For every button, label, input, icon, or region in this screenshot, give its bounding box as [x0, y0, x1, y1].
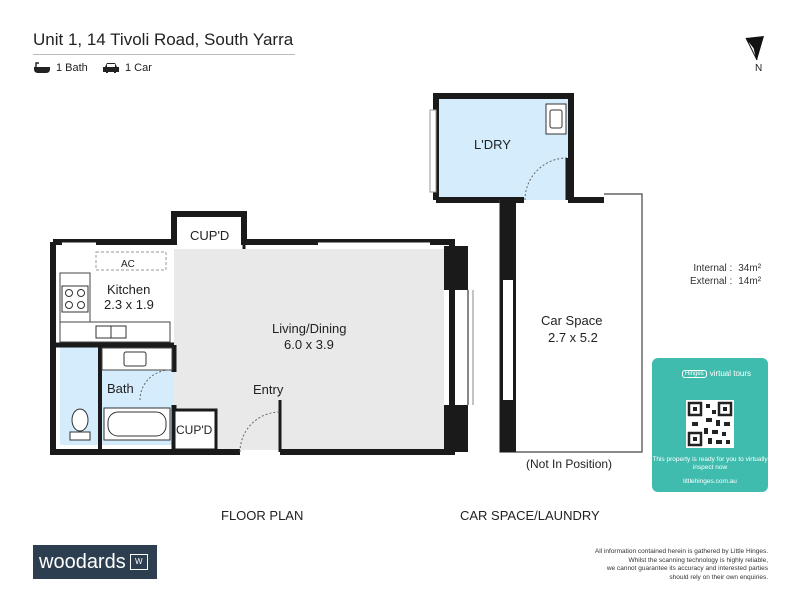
- not-in-position-note: (Not In Position): [526, 457, 613, 471]
- north-label: N: [755, 63, 763, 74]
- virtual-tour-card[interactable]: Hinges virtual tours This property is re…: [652, 358, 768, 492]
- qr-code-icon[interactable]: [686, 400, 734, 448]
- area-summary: Internal : 34m² External : 14m²: [690, 262, 761, 288]
- bathtub-fixture-icon: [103, 407, 171, 441]
- kitchen-label: Kitchen: [107, 282, 151, 297]
- toilet-icon: [69, 408, 91, 441]
- vanity-basin-icon: [123, 351, 147, 367]
- entry-label: Entry: [253, 382, 284, 397]
- disclaimer-line-4: should rely on their own enquiries.: [669, 573, 768, 581]
- car-space-dims: 2.7 x 5.2: [548, 330, 598, 345]
- cooktop-icon: [61, 285, 89, 313]
- logo-text: woodards: [39, 550, 126, 573]
- virtual-tour-brand: Hinges virtual tours: [682, 369, 751, 378]
- ac-unit: [95, 251, 167, 271]
- disclaimer: All information contained herein is gath…: [540, 548, 768, 582]
- column-bottom-right: [444, 405, 468, 452]
- car-icon: [103, 63, 119, 73]
- brand-name: Hinges: [682, 369, 707, 378]
- north-arrow-icon: [745, 36, 764, 61]
- entry-path: [240, 400, 280, 450]
- laundry-tub-icon: [545, 103, 567, 135]
- virtual-tour-url[interactable]: littlehinges.com.au: [683, 478, 737, 485]
- kitchen-sink-icon: [95, 325, 127, 339]
- kitchen-bench-bottom: [59, 321, 171, 343]
- laundry-door-swing: [524, 157, 568, 201]
- laundry-window: [429, 109, 437, 193]
- bath-count: 1 Bath: [56, 62, 88, 74]
- disclaimer-line-2: Whilst the scanning technology is highly…: [628, 556, 768, 564]
- car-count: 1 Car: [125, 62, 152, 74]
- ac-label: AC: [121, 259, 135, 270]
- column-top-right: [444, 246, 468, 290]
- living-dims: 6.0 x 3.9: [284, 337, 334, 352]
- north-arrow: N: [742, 34, 768, 76]
- car-laundry-caption: CAR SPACE/LAUNDRY: [460, 508, 600, 523]
- car-feature: 1 Car: [102, 62, 152, 74]
- logo-mark-icon: W: [129, 554, 148, 570]
- woodards-logo: woodards W: [33, 545, 157, 579]
- external-area-label: External :: [690, 276, 733, 287]
- cupboard-bottom-label: CUP'D: [176, 423, 213, 437]
- cupboard-bottom-box: [172, 408, 218, 452]
- virtual-tour-message: This property is ready for you to virtua…: [652, 456, 768, 471]
- header-divider: [33, 54, 295, 55]
- disclaimer-line-3: we cannot guarantee its accuracy and int…: [606, 565, 768, 572]
- kitchen-dims: 2.3 x 1.9: [104, 297, 154, 312]
- floor-plan-caption: FLOOR PLAN: [221, 508, 304, 523]
- living-label: Living/Dining: [272, 321, 347, 336]
- bathtub-icon: [34, 62, 50, 73]
- bath-door-swing: [139, 369, 171, 401]
- internal-area-label: Internal :: [693, 263, 733, 274]
- car-space-label: Car Space: [541, 313, 603, 328]
- brand-tag: virtual tours: [709, 369, 752, 378]
- disclaimer-line-1: All information contained herein is gath…: [594, 548, 768, 555]
- internal-area-value: 34m²: [738, 263, 762, 274]
- bath-label: Bath: [107, 381, 134, 396]
- cupboard-top-label: CUP'D: [190, 228, 230, 243]
- property-address: Unit 1, 14 Tivoli Road, South Yarra: [33, 30, 294, 49]
- living-floor: [174, 249, 444, 450]
- laundry-label: L'DRY: [474, 137, 511, 152]
- external-area-value: 14m²: [738, 276, 762, 287]
- bath-feature: 1 Bath: [33, 62, 88, 74]
